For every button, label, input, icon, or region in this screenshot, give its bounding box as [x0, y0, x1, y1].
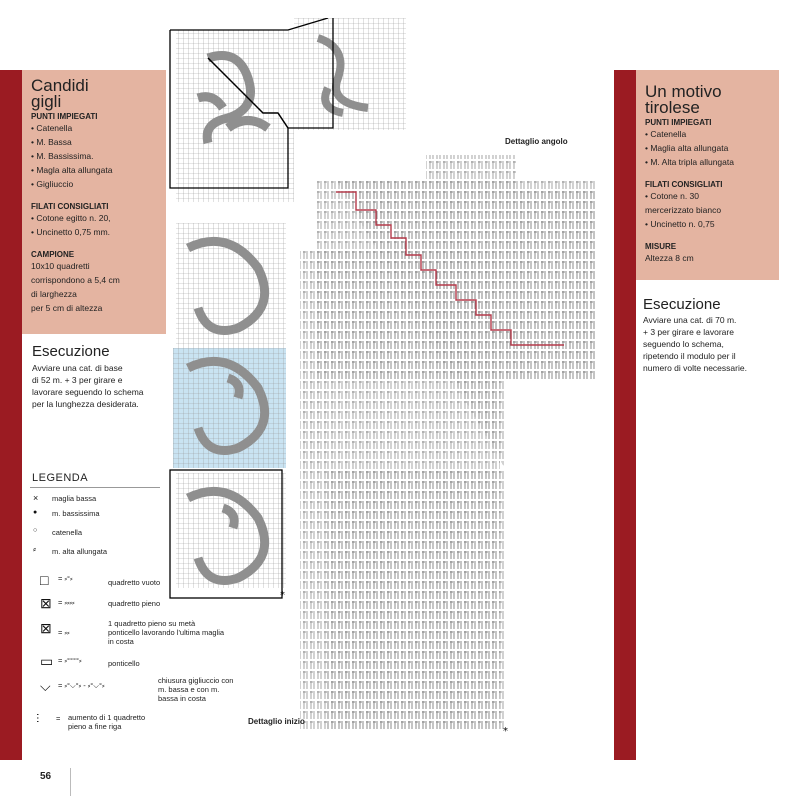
left-exec-title: Esecuzione	[32, 343, 110, 360]
legend-label: 1 quadretto pieno su metà ponticello lav…	[108, 619, 225, 646]
left-exec-line: lavorare seguendo lo schema	[32, 387, 144, 397]
legend-symbol: ●	[33, 509, 38, 516]
right-exec-title: Esecuzione	[643, 296, 721, 313]
legend-label: m. alta allungata	[52, 547, 108, 556]
right-yarn-heading: FILATI CONSIGLIATI	[645, 180, 723, 189]
filet-chart-right: *	[300, 155, 596, 735]
right-size-heading: MISURE	[645, 242, 677, 251]
right-stitches-heading: PUNTI IMPIEGATI	[645, 118, 712, 127]
legend-label: chiusura gigliuccio con m. bassa e con m…	[158, 676, 234, 703]
right-box-title: Un motivo tirolese	[645, 82, 722, 117]
left-yarn-1: • Cotone egitto n. 20,	[31, 213, 111, 223]
legend-label: quadretto vuoto	[108, 578, 161, 587]
legend-formula: = ⸗⸗⸗⸗	[58, 598, 75, 607]
legend-formula: = ⸗°⌵°⸗ - ⸗°⌵°⸗	[58, 681, 105, 690]
left-yarn-heading: FILATI CONSIGLIATI	[31, 202, 109, 211]
left-sample-2: corrispondono a 5,4 cm	[31, 275, 120, 285]
right-stitch-2: • Maglia alta allungata	[645, 143, 729, 153]
legend-formula: = ⸗°°°°⸗	[58, 656, 82, 665]
left-exec-line: Avviare una cat. di base	[32, 363, 123, 373]
legend-symbol: □	[40, 572, 49, 588]
legend-formula: = ⸗°⸗	[58, 574, 73, 583]
left-stitch-2: • M. Bassa	[31, 137, 72, 147]
legend-symbol: ⊠	[40, 595, 52, 611]
legend-symbol: ▭	[40, 653, 54, 669]
legend-formula: =	[56, 714, 61, 723]
right-stitch-1: • Catenella	[645, 129, 687, 139]
legend-label: ponticello	[108, 659, 140, 668]
left-stitch-3: • M. Bassissima.	[31, 151, 94, 161]
right-red-bar	[614, 70, 636, 760]
right-yarn-1: • Cotone n. 30	[645, 191, 700, 201]
label-dettaglio-inizio: Dettaglio inizio	[248, 717, 305, 726]
left-exec-text: Avviare una cat. di base di 52 m. + 3 pe…	[32, 362, 167, 410]
right-exec-line: ripetendo il modulo per il	[643, 351, 736, 361]
legend-symbol: ○	[33, 527, 38, 534]
left-sample-heading: CAMPIONE	[31, 250, 75, 259]
right-exec-text: Avviare una cat. di 70 m. + 3 per girare…	[643, 314, 783, 374]
footer-divider	[70, 768, 71, 796]
left-sample-1: 10x10 quadretti	[31, 261, 90, 271]
right-exec-line: Avviare una cat. di 70 m.	[643, 315, 737, 325]
page-number: 56	[40, 771, 52, 782]
left-stitch-4: • Magla alta allungata	[31, 165, 113, 175]
right-yarn-3: • Uncinetto n. 0,75	[645, 219, 715, 229]
legend-divider	[30, 487, 160, 488]
left-stitch-1: • Catenella	[31, 123, 73, 133]
right-stitch-3: • M. Alta tripla allungata	[645, 157, 734, 167]
right-exec-line: numero di volte necessarie.	[643, 363, 747, 373]
left-exec-line: per la lunghezza desiderata.	[32, 399, 139, 409]
legend-title: LEGENDA	[32, 472, 89, 484]
left-sample-3: di larghezza	[31, 289, 77, 299]
right-info-box: Un motivo tirolese PUNTI IMPIEGATI • Cat…	[636, 70, 779, 280]
svg-text:*: *	[503, 726, 508, 735]
svg-text:*: *	[280, 590, 285, 601]
left-sample-4: per 5 cm di altezza	[31, 303, 103, 313]
legend-label: aumento di 1 quadretto pieno a fine riga	[68, 713, 146, 731]
label-dettaglio-angolo: Dettaglio angolo	[505, 137, 568, 146]
left-box-title: Candidi gigli	[31, 76, 89, 111]
left-stitch-5: • Gigliuccio	[31, 179, 74, 189]
right-exec-line: seguendo lo schema,	[643, 339, 724, 349]
legend-label: maglia bassa	[52, 494, 97, 503]
filet-chart-left: *	[169, 18, 406, 601]
legend-label: catenella	[52, 528, 83, 537]
right-size-1: Altezza 8 cm	[645, 253, 694, 263]
left-red-bar	[0, 70, 22, 760]
right-exec-line: + 3 per girare e lavorare	[643, 327, 734, 337]
left-info-box: Candidi gigli PUNTI IMPIEGATI • Catenell…	[22, 70, 166, 334]
legend-symbol: ⸗	[33, 544, 36, 554]
left-yarn-2: • Uncinetto 0,75 mm.	[31, 227, 111, 237]
legend-formula: = ⸗⸗	[58, 628, 70, 637]
legend-symbol: ⊠	[40, 620, 52, 636]
legend-symbol: ×	[33, 493, 39, 503]
right-yarn-2: mercerizzato bianco	[645, 205, 722, 215]
legend-symbol: ⌵	[40, 678, 51, 694]
left-stitches-heading: PUNTI IMPIEGATI	[31, 112, 98, 121]
left-exec-line: di 52 m. + 3 per girare e	[32, 375, 123, 385]
legend-label: m. bassissima	[52, 509, 100, 518]
legend-symbol: ⵗ	[36, 713, 40, 725]
legend-label: quadretto pieno	[108, 599, 161, 608]
